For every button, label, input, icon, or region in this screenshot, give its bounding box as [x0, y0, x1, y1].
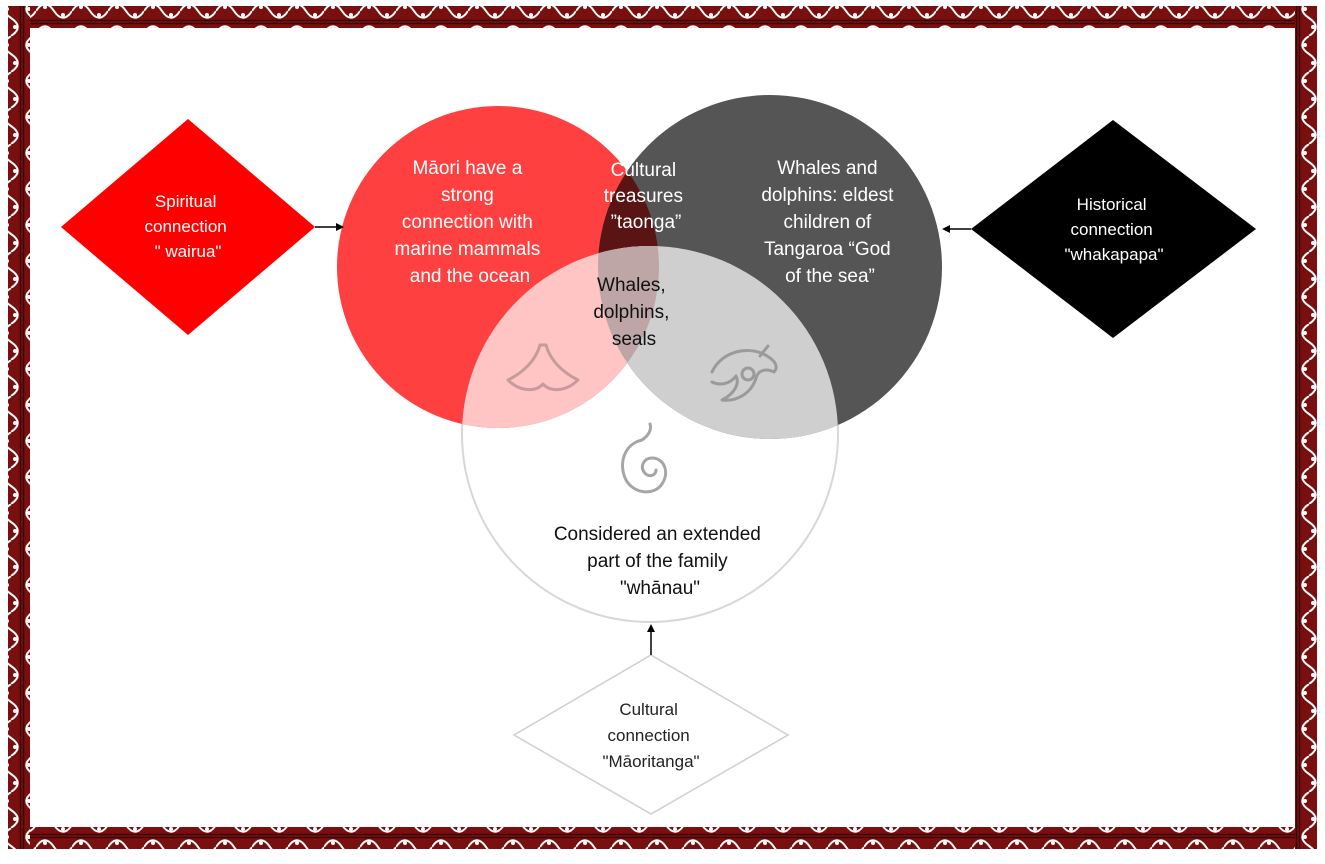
- center-line: dolphins,: [593, 302, 669, 323]
- dark-circle-line: Tangaroa “God: [764, 239, 891, 260]
- dark-circle-line: dolphins: eldest: [761, 185, 894, 206]
- spiritual-diamond: [61, 119, 315, 335]
- dark-circle-line: children of: [784, 212, 872, 233]
- spiritual-line: " wairua": [155, 242, 222, 261]
- taonga-line: treasures: [604, 186, 683, 207]
- koru-icon: [621, 422, 668, 494]
- red-circle-line: strong: [441, 185, 494, 206]
- red-circle-line: and the ocean: [410, 266, 530, 287]
- red-circle-line: connection with: [402, 212, 533, 233]
- dolphin-icon: [710, 344, 778, 402]
- taonga-text: Cultural treasures ”taonga”: [604, 160, 688, 233]
- cultural-text: Cultural connection "Māoritanga": [602, 700, 699, 771]
- arrow-spiritual: [315, 223, 344, 231]
- taonga-line: Cultural: [611, 160, 676, 181]
- center-text: Whales, dolphins, seals: [593, 275, 674, 350]
- arrow-cultural: [647, 624, 655, 655]
- red-circle-text: Māori have a strong connection with mari…: [395, 158, 546, 287]
- cultural-line: connection: [608, 726, 690, 745]
- whanau-text: Considered an extended part of the famil…: [554, 524, 766, 599]
- dark-circle-line: of the sea”: [785, 266, 875, 287]
- center-line: seals: [612, 329, 656, 350]
- whanau-line: part of the family: [587, 551, 728, 572]
- cultural-line: Cultural: [619, 700, 678, 719]
- historical-line: "whakapapa": [1064, 245, 1163, 264]
- dark-circle-text: Whales and dolphins: eldest children of …: [761, 158, 898, 287]
- historical-text: Historical connection "whakapapa": [1064, 195, 1163, 264]
- red-light-overlap: [462, 246, 659, 428]
- border-bottom: [8, 827, 1317, 849]
- border-left: [8, 6, 30, 849]
- taonga-line: ”taonga”: [611, 212, 682, 233]
- historical-line: Historical: [1077, 195, 1147, 214]
- dark-circle-line: Whales and: [777, 158, 877, 179]
- whanau-line: "whānau": [620, 578, 700, 599]
- red-circle-line: marine mammals: [395, 239, 541, 260]
- cultural-diamond: [512, 654, 790, 815]
- spiritual-line: Spiritual: [155, 192, 216, 211]
- decorative-border: [8, 6, 1317, 849]
- historical-line: connection: [1071, 220, 1153, 239]
- whale-tail-icon: [506, 343, 580, 391]
- spiritual-line: connection: [145, 217, 227, 236]
- center-line: Whales,: [597, 275, 666, 296]
- border-top: [8, 6, 1317, 28]
- arrow-historical: [942, 225, 971, 233]
- red-circle-line: Māori have a: [412, 158, 522, 179]
- border-right: [1295, 6, 1317, 849]
- cultural-line: "Māoritanga": [602, 752, 699, 771]
- spiritual-text: Spiritual connection " wairua": [145, 192, 232, 261]
- whanau-line: Considered an extended: [554, 524, 761, 545]
- historical-diamond: [971, 120, 1256, 338]
